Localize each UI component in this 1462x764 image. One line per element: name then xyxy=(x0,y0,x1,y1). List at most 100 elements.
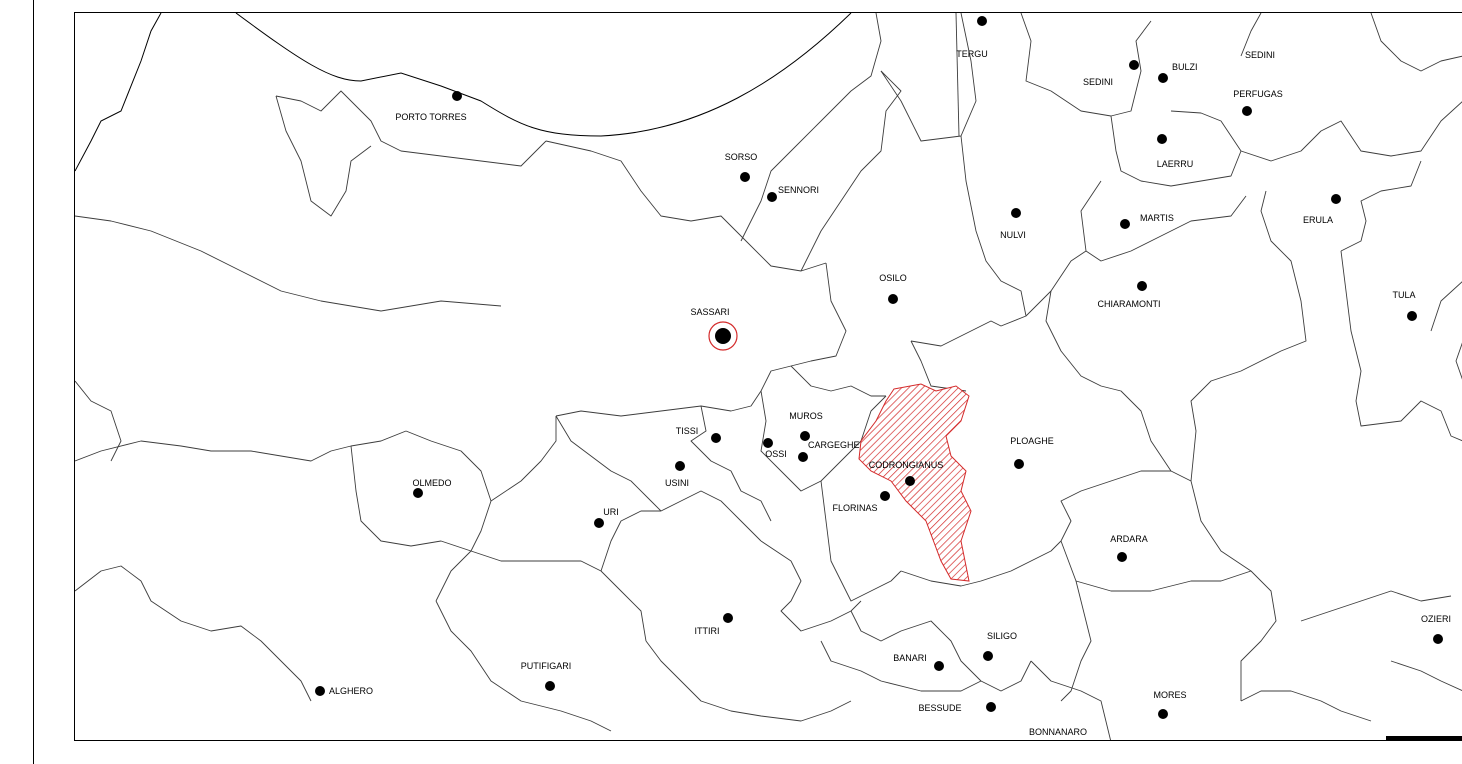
town-mores[interactable]: MORES xyxy=(1153,690,1187,719)
town-marker-dot[interactable] xyxy=(740,172,750,182)
town-olmedo[interactable]: OLMEDO xyxy=(412,478,452,498)
town-marker-dot[interactable] xyxy=(1137,281,1147,291)
town-ozieri[interactable]: OZIERI xyxy=(1421,614,1451,644)
town-martis[interactable]: MARTIS xyxy=(1120,213,1174,229)
town-label: ERULA xyxy=(1303,215,1333,225)
town-label: ALGHERO xyxy=(329,686,373,696)
town-marker-dot[interactable] xyxy=(413,488,423,498)
town-codrongianus[interactable]: CODRONGIANUS xyxy=(869,460,944,486)
town-label: CARGEGHE xyxy=(808,440,860,450)
town-siligo[interactable]: SILIGO xyxy=(983,631,1017,661)
municipal-boundaries xyxy=(75,13,1462,740)
town-marker-dot[interactable] xyxy=(905,476,915,486)
town-sorso[interactable]: SORSO xyxy=(725,152,758,182)
town-label: PUTIFIGARI xyxy=(521,661,572,671)
town-muros[interactable]: MUROS xyxy=(789,411,823,441)
town-chiaramonti[interactable]: CHIARAMONTI xyxy=(1098,281,1161,309)
town-marker-dot[interactable] xyxy=(934,661,944,671)
town-tergu[interactable]: TERGU xyxy=(956,16,988,59)
town-marker-dot[interactable] xyxy=(798,452,808,462)
scale-bar xyxy=(1386,736,1462,740)
town-ittiri[interactable]: ITTIRI xyxy=(695,613,734,636)
town-label: PORTO TORRES xyxy=(395,112,466,122)
town-uri[interactable]: URI xyxy=(594,507,619,528)
town-marker-dot[interactable] xyxy=(763,438,773,448)
town-marker-dot[interactable] xyxy=(1331,194,1341,204)
town-marker-dot[interactable] xyxy=(1158,73,1168,83)
town-label: OSILO xyxy=(879,273,907,283)
town-cargeghe[interactable]: CARGEGHE xyxy=(798,440,860,462)
town-marker-dot[interactable] xyxy=(711,433,721,443)
town-marker-dot[interactable] xyxy=(723,613,733,623)
town-bonnanaro[interactable]: BONNANARO xyxy=(1029,727,1087,737)
town-marker-dot[interactable] xyxy=(1157,134,1167,144)
town-label: SENNORI xyxy=(778,185,819,195)
town-marker-dot[interactable] xyxy=(977,16,987,26)
town-label: USINI xyxy=(665,478,689,488)
town-marker-dot[interactable] xyxy=(983,651,993,661)
town-label: TISSI xyxy=(676,426,699,436)
town-label: CHIARAMONTI xyxy=(1098,299,1161,309)
town-ploaghe[interactable]: PLOAGHE xyxy=(1010,436,1054,469)
town-label: OLMEDO xyxy=(412,478,451,488)
town-nulvi[interactable]: NULVI xyxy=(1000,208,1026,240)
town-usini[interactable]: USINI xyxy=(665,461,689,488)
town-label: SEDINI xyxy=(1083,77,1113,87)
town-label: SASSARI xyxy=(690,307,729,317)
town-marker-dot[interactable] xyxy=(986,702,996,712)
selected-municipality-area[interactable] xyxy=(858,383,972,582)
town-alghero[interactable]: ALGHERO xyxy=(315,686,373,696)
town-marker-dot[interactable] xyxy=(1158,709,1168,719)
town-label: TERGU xyxy=(956,49,988,59)
town-tula[interactable]: TULA xyxy=(1392,290,1417,321)
town-label: MARTIS xyxy=(1140,213,1174,223)
town-florinas[interactable]: FLORINAS xyxy=(832,491,890,513)
town-marker-dot[interactable] xyxy=(594,518,604,528)
town-sedini[interactable]: SEDINI xyxy=(1083,60,1139,87)
town-erula[interactable]: ERULA xyxy=(1303,194,1341,225)
town-marker-dot[interactable] xyxy=(315,686,325,696)
town-osilo[interactable]: OSILO xyxy=(879,273,907,304)
town-label: BESSUDE xyxy=(918,703,961,713)
town-ardara[interactable]: ARDARA xyxy=(1110,534,1148,562)
town-putifigari[interactable]: PUTIFIGARI xyxy=(521,661,572,691)
town-perfugas[interactable]: PERFUGAS xyxy=(1233,89,1283,116)
town-bessude[interactable]: BESSUDE xyxy=(918,702,996,713)
town-sassari[interactable]: SASSARI xyxy=(690,307,731,344)
town-laerru[interactable]: LAERRU xyxy=(1157,134,1194,169)
town-marker-dot[interactable] xyxy=(767,192,777,202)
map-view[interactable]: PORTO TORRES SORSO SENNORI SASSARI OSILO TERG… xyxy=(74,12,1462,741)
town-marker-dot[interactable] xyxy=(888,294,898,304)
town-label: URI xyxy=(603,507,619,517)
town-label: MUROS xyxy=(789,411,823,421)
town-label: SORSO xyxy=(725,152,758,162)
town-marker-dot[interactable] xyxy=(1433,634,1443,644)
town-marker-dot[interactable] xyxy=(675,461,685,471)
town-porto-torres[interactable]: PORTO TORRES xyxy=(395,91,467,122)
town-label: PERFUGAS xyxy=(1233,89,1283,99)
town-marker-dot[interactable] xyxy=(1014,459,1024,469)
town-sennori[interactable]: SENNORI xyxy=(767,185,819,202)
town-ossi[interactable]: OSSI xyxy=(763,438,787,459)
town-banari[interactable]: BANARI xyxy=(893,653,944,671)
coastline-west xyxy=(75,13,162,172)
map-canvas[interactable]: PORTO TORRES SORSO SENNORI SASSARI OSILO TERG… xyxy=(75,13,1462,741)
town-bulzi[interactable]: BULZI xyxy=(1158,62,1198,83)
town-marker-dot[interactable] xyxy=(880,491,890,501)
town-marker-dot[interactable] xyxy=(1129,60,1139,70)
coastline xyxy=(235,13,852,137)
town-marker-dot[interactable] xyxy=(1407,311,1417,321)
town-marker-dot[interactable] xyxy=(1011,208,1021,218)
town-marker-dot[interactable] xyxy=(1117,552,1127,562)
town-tissi[interactable]: TISSI xyxy=(676,426,721,443)
town-marker-dot[interactable] xyxy=(1242,106,1252,116)
town-sedini[interactable]: SEDINI xyxy=(1245,50,1275,60)
town-label: BULZI xyxy=(1172,62,1198,72)
town-label: BANARI xyxy=(893,653,927,663)
town-marker-dot[interactable] xyxy=(452,91,462,101)
town-marker-dot[interactable] xyxy=(1120,219,1130,229)
town-marker-dot[interactable] xyxy=(715,328,731,344)
town-marker-dot[interactable] xyxy=(545,681,555,691)
town-label: ITTIRI xyxy=(695,626,720,636)
town-marker-dot[interactable] xyxy=(800,431,810,441)
